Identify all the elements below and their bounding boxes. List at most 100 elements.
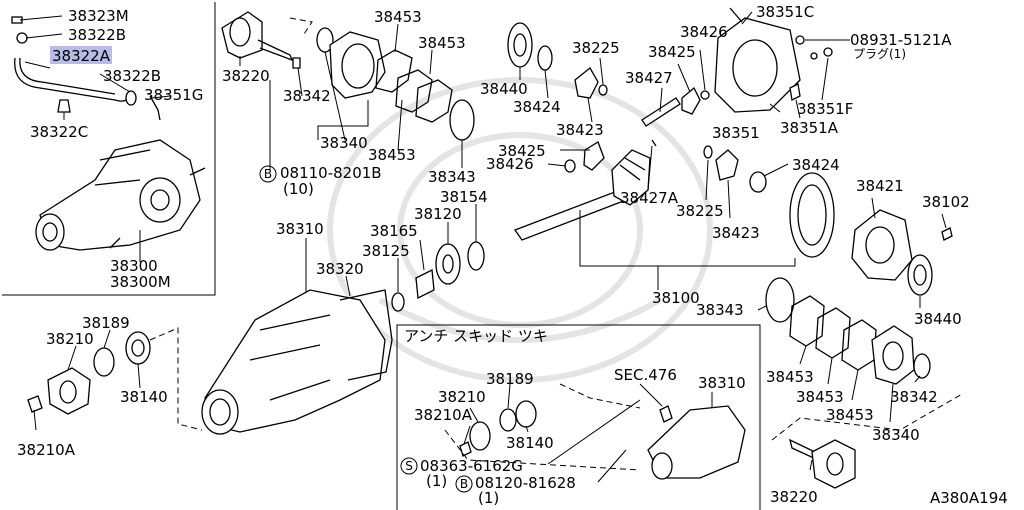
label-38351g[interactable]: 38351G <box>144 86 203 104</box>
flange-38210-left <box>47 367 91 415</box>
bearing-38140-inset <box>515 400 537 428</box>
label-38342-right[interactable]: 38342 <box>890 388 938 406</box>
label-38340-right[interactable]: 38340 <box>872 426 920 444</box>
label-38425-top[interactable]: 38425 <box>648 43 696 61</box>
label-38351[interactable]: 38351 <box>712 124 760 142</box>
label-38440-right[interactable]: 38440 <box>914 310 962 328</box>
washer-38424-top <box>537 45 553 71</box>
label-38424-top[interactable]: 38424 <box>513 98 561 116</box>
flange-38220-top <box>221 11 294 62</box>
marker-s-inset <box>400 457 418 475</box>
label-38154[interactable]: 38154 <box>440 188 488 206</box>
label-sec476[interactable]: SEC.476 <box>614 366 677 384</box>
inset-housing-38310 <box>647 405 746 480</box>
gear-38425-mid <box>583 141 605 171</box>
label-38310-main[interactable]: 38310 <box>276 220 324 238</box>
marker-s-inset-text: S <box>405 459 413 473</box>
label-38102[interactable]: 38102 <box>922 193 970 211</box>
bearing-38120 <box>435 243 461 285</box>
label-38220-bottom[interactable]: 38220 <box>770 488 818 506</box>
label-38322b-a[interactable]: 38322B <box>68 26 126 44</box>
label-screw-08363[interactable]: 08363-6162G <box>420 457 523 475</box>
label-38423-top[interactable]: 38423 <box>556 121 604 139</box>
gear-38423-top <box>574 67 599 99</box>
label-38351c[interactable]: 38351C <box>756 3 814 21</box>
label-38340-top[interactable]: 38340 <box>320 134 368 152</box>
inset-frame <box>396 324 761 510</box>
label-38424-mid[interactable]: 38424 <box>792 156 840 174</box>
label-38300m[interactable]: 38300M <box>110 273 171 291</box>
label-38427a[interactable]: 38427A <box>620 189 679 207</box>
label-38210-inset[interactable]: 38210 <box>438 388 486 406</box>
label-38322c[interactable]: 38322C <box>30 123 88 141</box>
flange-38220-bottom <box>789 438 856 489</box>
bolt-38102 <box>941 227 953 241</box>
gear-38425-top <box>681 86 701 115</box>
label-38225-mid[interactable]: 38225 <box>676 202 724 220</box>
label-38426-top[interactable]: 38426 <box>680 23 728 41</box>
washer-38424-mid <box>749 171 767 193</box>
label-38189-inset[interactable]: 38189 <box>486 370 534 388</box>
label-38210-left[interactable]: 38210 <box>46 330 94 348</box>
label-38440-top[interactable]: 38440 <box>480 80 528 98</box>
label-38210a-inset[interactable]: 38210A <box>414 406 473 424</box>
label-bolt-08120[interactable]: 08120-81628 <box>475 474 576 492</box>
pinion-shaft-38100 <box>513 149 651 241</box>
washer-38154 <box>467 241 485 271</box>
gear-38423-mid <box>715 149 739 181</box>
label-38100[interactable]: 38100 <box>652 289 700 307</box>
label-plug-08931[interactable]: 08931-5121A <box>850 31 952 49</box>
label-38310-inset[interactable]: 38310 <box>698 374 746 392</box>
label-38453-r1[interactable]: 38453 <box>766 368 814 386</box>
rear-cover-38351 <box>714 7 801 113</box>
label-38421[interactable]: 38421 <box>856 177 904 195</box>
washer-38225-mid <box>703 145 713 159</box>
label-38189-left[interactable]: 38189 <box>82 314 130 332</box>
bolt-38351a <box>789 83 801 101</box>
label-38300[interactable]: 38300 <box>110 257 158 275</box>
label-38427[interactable]: 38427 <box>625 69 673 87</box>
label-38225-top[interactable]: 38225 <box>572 39 620 57</box>
nut-38210a-inset <box>459 441 472 457</box>
label-bolt-08110[interactable]: 08110-8201B <box>280 164 382 182</box>
label-38351a[interactable]: 38351A <box>780 119 839 137</box>
label-38426-mid[interactable]: 38426 <box>486 155 534 173</box>
label-38423-mid[interactable]: 38423 <box>712 224 760 242</box>
label-38453-b[interactable]: 38453 <box>418 34 466 52</box>
label-38220-top[interactable]: 38220 <box>222 67 270 85</box>
seal-38189-left <box>93 347 115 377</box>
label-38140-left[interactable]: 38140 <box>120 388 168 406</box>
label-38453-r3[interactable]: 38453 <box>826 406 874 424</box>
shaft-38427 <box>641 97 681 127</box>
label-38343-right[interactable]: 38343 <box>696 301 744 319</box>
label-38120[interactable]: 38120 <box>414 205 462 223</box>
label-38323m[interactable]: 38323M <box>68 7 129 25</box>
label-38453-a[interactable]: 38453 <box>374 8 422 26</box>
label-38343-top[interactable]: 38343 <box>428 168 476 186</box>
connector-38351g <box>149 95 161 121</box>
cover-38340-right <box>871 325 915 385</box>
housing-38310 <box>201 289 386 435</box>
label-38322b-b[interactable]: 38322B <box>103 67 161 85</box>
label-plug-text: プラグ(1) <box>853 47 906 61</box>
label-38322a[interactable]: 38322A <box>52 47 111 65</box>
label-38425-mid[interactable]: 38425 <box>498 142 546 160</box>
label-38140-inset[interactable]: 38140 <box>506 434 554 452</box>
label-38165[interactable]: 38165 <box>370 222 418 240</box>
gasket-38453-r1 <box>789 295 825 347</box>
seal-38189-inset <box>499 408 517 432</box>
label-38320[interactable]: 38320 <box>316 260 364 278</box>
gasket-38453-b <box>395 69 433 113</box>
marker-b-top-text: B <box>264 167 272 181</box>
label-38342-top[interactable]: 38342 <box>283 87 331 105</box>
diagram-id: A380A194 <box>930 489 1008 507</box>
sensor-sec476 <box>659 405 673 423</box>
label-38210a-left[interactable]: 38210A <box>17 441 76 459</box>
label-38351f[interactable]: 38351F <box>797 100 853 118</box>
label-38125[interactable]: 38125 <box>362 242 410 260</box>
label-38453-c[interactable]: 38453 <box>368 146 416 164</box>
washer-38426-top <box>700 90 710 100</box>
label-38453-r2[interactable]: 38453 <box>796 388 844 406</box>
